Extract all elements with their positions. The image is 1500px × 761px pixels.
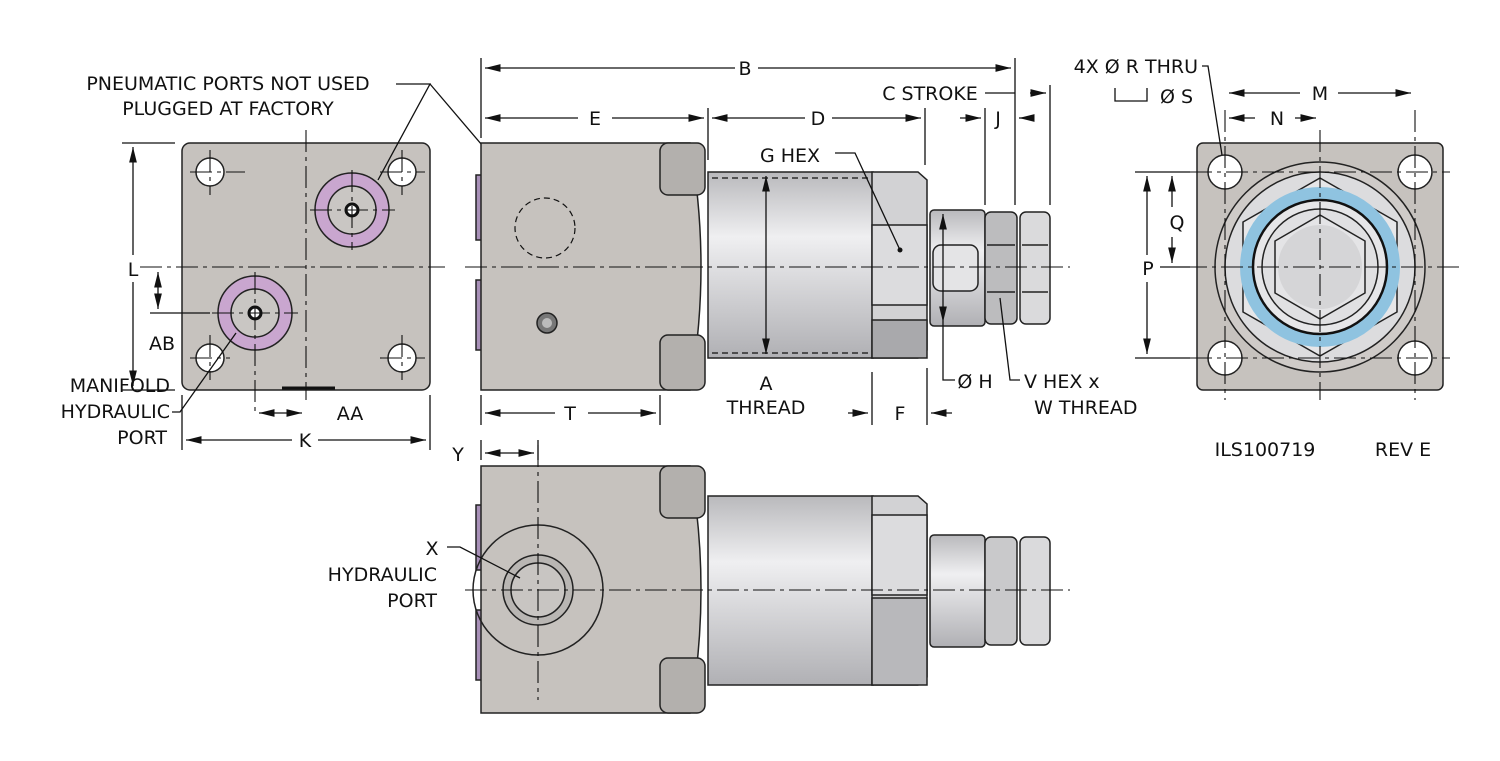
jam-nut xyxy=(984,211,1018,325)
dim-M: M xyxy=(1312,83,1328,105)
bottom-view: Y X HYDRAULIC PORT xyxy=(328,440,1070,714)
manifold-label-line2: HYDRAULIC xyxy=(61,401,170,423)
g-hex-label: G HEX xyxy=(760,145,820,167)
side-view: B E D J C STROKE G HEX A THREAD T F Ø H … xyxy=(465,58,1138,425)
v-hex-label-line2: W THREAD xyxy=(1034,397,1138,419)
plugged-port xyxy=(514,197,576,259)
a-thread-label-line2: THREAD xyxy=(726,397,806,419)
left-view: L AB AA K PNEUMATIC PORTS NOT USED PLUGG… xyxy=(61,73,534,452)
dim-K: K xyxy=(299,430,312,452)
c-stroke-label: C STROKE xyxy=(882,83,978,105)
dim-N: N xyxy=(1270,108,1284,130)
end-view: M N P Q 4X Ø R THRU Ø S ILS100719 REV E xyxy=(1074,56,1460,461)
a-thread-label-line1: A xyxy=(760,373,773,395)
dim-T: T xyxy=(563,403,576,425)
s-label: Ø S xyxy=(1160,86,1193,108)
x-port-label-line1: X xyxy=(425,538,438,560)
drawing-number: ILS100719 xyxy=(1215,439,1316,461)
v-hex-label-line1: V HEX x xyxy=(1024,371,1100,393)
x-port-label-line3: PORT xyxy=(387,590,437,612)
revision: REV E xyxy=(1375,439,1431,461)
dim-B: B xyxy=(738,58,751,80)
dim-Q: Q xyxy=(1170,212,1185,234)
dim-J: J xyxy=(994,108,1001,130)
dim-AA: AA xyxy=(337,403,364,425)
dim-E: E xyxy=(589,108,601,130)
manifold-label-line3: PORT xyxy=(117,427,167,449)
x-port-label-line2: HYDRAULIC xyxy=(328,564,437,586)
pneumatic-label-line2: PLUGGED AT FACTORY xyxy=(122,98,334,120)
cylinder-barrel xyxy=(707,171,874,359)
dim-L: L xyxy=(128,259,139,281)
dim-D: D xyxy=(811,108,826,130)
pneumatic-label-line1: PNEUMATIC PORTS NOT USED xyxy=(86,73,369,95)
manifold-label-line1: MANIFOLD xyxy=(70,375,170,397)
r-thru-label: 4X Ø R THRU xyxy=(1074,56,1198,78)
dim-P: P xyxy=(1142,258,1153,280)
dim-F: F xyxy=(895,403,906,425)
dim-Y: Y xyxy=(451,444,464,466)
h-label: Ø H xyxy=(957,371,992,393)
dim-AB: AB xyxy=(149,333,175,355)
